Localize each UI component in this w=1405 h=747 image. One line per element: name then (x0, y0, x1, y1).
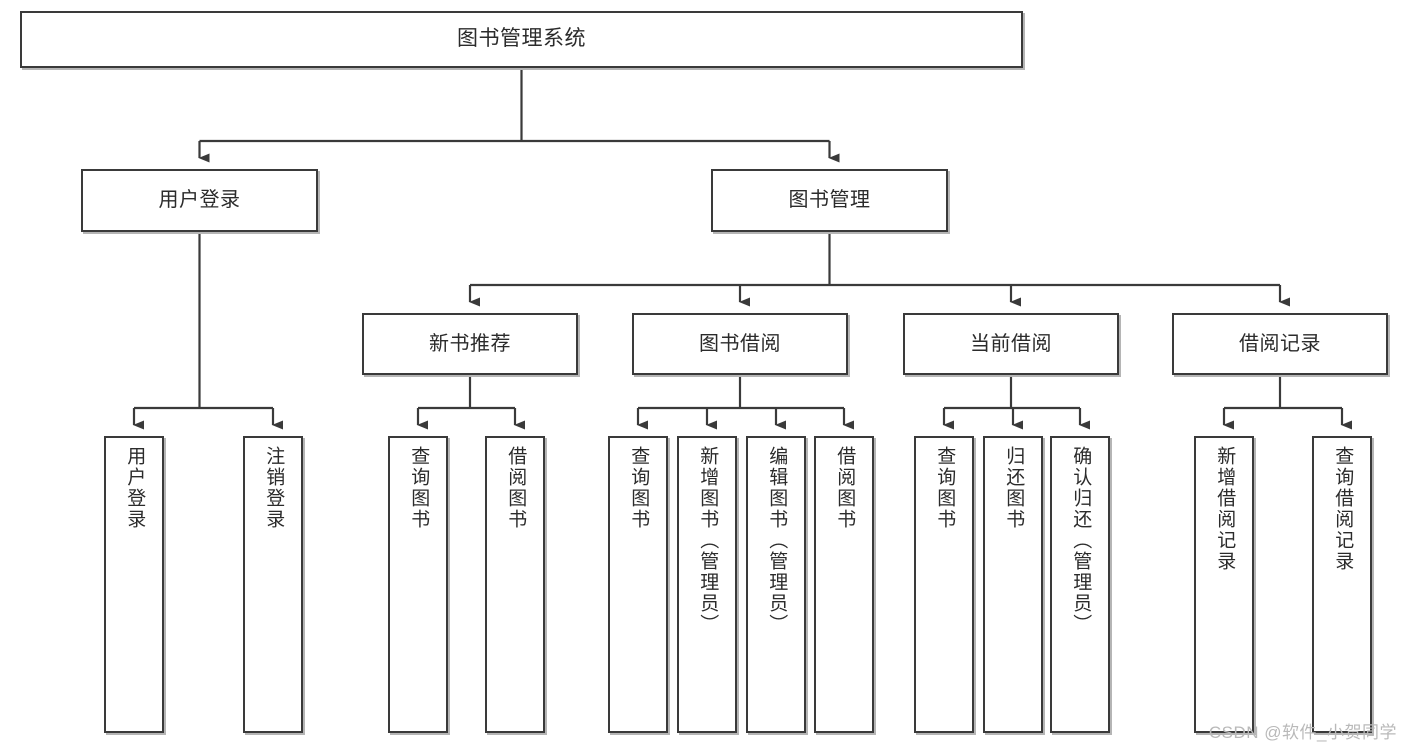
node-label: 借阅图书 (505, 446, 527, 530)
node-label: 查询图书 (628, 446, 650, 530)
node-borrow-record[interactable]: 借阅记录 (1172, 313, 1388, 375)
node-label: 归还图书 (1003, 446, 1025, 530)
node-label: 图书借阅 (699, 332, 781, 355)
node-label: 新书推荐 (429, 332, 511, 355)
node-current-borrow[interactable]: 当前借阅 (903, 313, 1119, 375)
node-leaf-bb-query[interactable]: 查询图书 (608, 436, 668, 733)
node-label: 借阅图书 (834, 446, 856, 530)
node-label: 借阅记录 (1239, 332, 1321, 355)
node-leaf-user-logout[interactable]: 注销登录 (243, 436, 303, 733)
node-leaf-br-add[interactable]: 新增借阅记录 (1194, 436, 1254, 733)
watermark-text: CSDN @软件_小贺同学 (1208, 723, 1397, 742)
node-leaf-cb-return[interactable]: 归还图书 (983, 436, 1043, 733)
node-label: 查询图书 (934, 446, 956, 530)
node-leaf-br-query[interactable]: 查询借阅记录 (1312, 436, 1372, 733)
node-root[interactable]: 图书管理系统 (20, 11, 1023, 68)
node-label: 编辑图书（管理员） (766, 446, 788, 635)
node-label: 图书管理 (788, 189, 871, 211)
node-label: 查询借阅记录 (1332, 446, 1354, 572)
node-book-borrow[interactable]: 图书借阅 (632, 313, 848, 375)
node-leaf-rec-borrow[interactable]: 借阅图书 (485, 436, 545, 733)
node-label: 新增借阅记录 (1214, 446, 1236, 572)
node-book-manage[interactable]: 图书管理 (711, 169, 948, 232)
node-label: 用户登录 (158, 189, 241, 211)
node-leaf-rec-query[interactable]: 查询图书 (388, 436, 448, 733)
node-leaf-bb-edit[interactable]: 编辑图书（管理员） (746, 436, 806, 733)
node-label: 确认归还（管理员） (1070, 446, 1092, 635)
node-new-book-rec[interactable]: 新书推荐 (362, 313, 578, 375)
node-user-login[interactable]: 用户登录 (81, 169, 318, 232)
node-label: 新增图书（管理员） (697, 446, 719, 635)
node-leaf-bb-borrow[interactable]: 借阅图书 (814, 436, 874, 733)
node-leaf-cb-confirm[interactable]: 确认归还（管理员） (1050, 436, 1110, 733)
node-label: 图书管理系统 (457, 27, 586, 51)
node-leaf-user-login[interactable]: 用户登录 (104, 436, 164, 733)
node-label: 查询图书 (408, 446, 430, 530)
node-leaf-bb-add[interactable]: 新增图书（管理员） (677, 436, 737, 733)
node-leaf-cb-query[interactable]: 查询图书 (914, 436, 974, 733)
node-label: 用户登录 (124, 446, 146, 530)
node-label: 注销登录 (263, 446, 285, 530)
node-label: 当前借阅 (970, 332, 1052, 355)
